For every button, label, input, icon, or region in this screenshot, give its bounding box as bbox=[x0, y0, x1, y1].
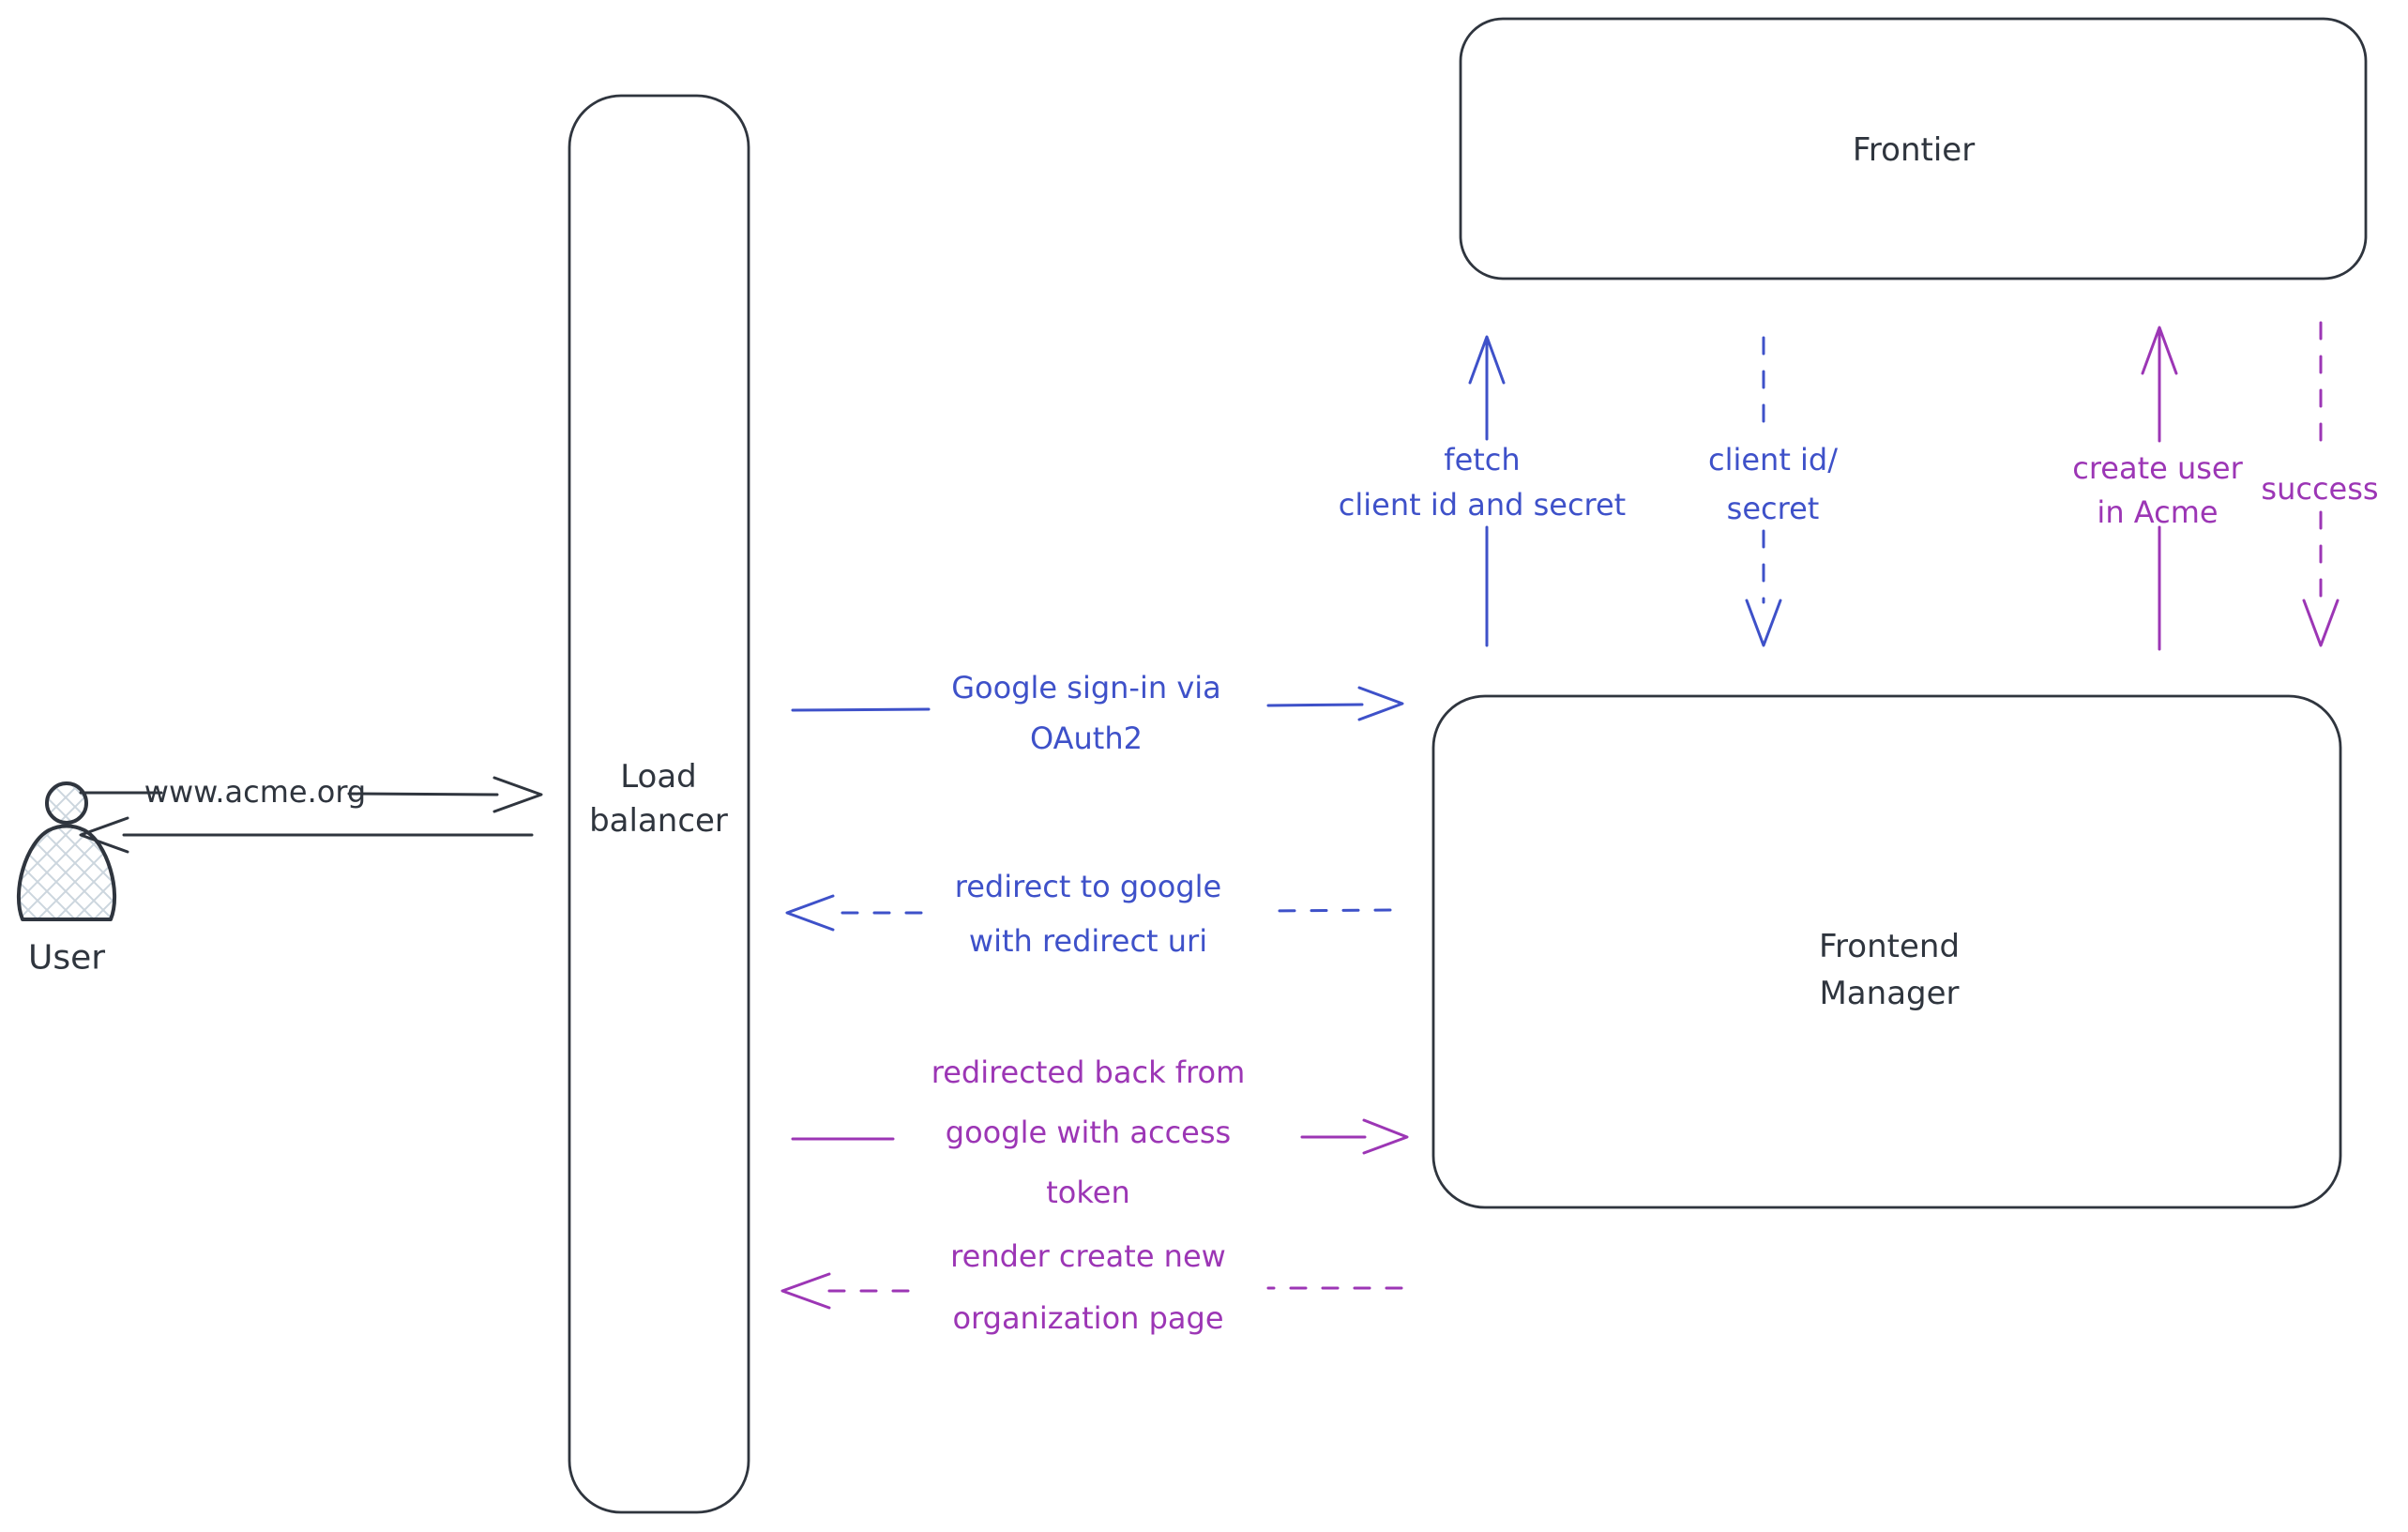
arrow-google-signin bbox=[791, 686, 1404, 721]
user-body bbox=[17, 824, 116, 921]
www-acme-label: www.acme.org bbox=[144, 774, 367, 810]
load-balancer-box bbox=[568, 94, 750, 1514]
arrowhead-up bbox=[1468, 335, 1506, 385]
arrow-www-acme bbox=[79, 776, 543, 813]
user-head bbox=[45, 781, 88, 825]
google-signin-label: Google sign-in via OAuth2 bbox=[951, 670, 1221, 756]
create-user-label: create user in Acme bbox=[2072, 450, 2243, 530]
arrow-redirect-google bbox=[785, 894, 1392, 932]
load-balancer-label: Load balancer bbox=[589, 758, 728, 840]
arrowhead-down bbox=[1745, 599, 1782, 647]
client-id-secret-label: client id/ secret bbox=[1707, 442, 1839, 526]
success-label: success bbox=[2261, 471, 2379, 507]
redirected-back-label: redirected back from google with access … bbox=[931, 1054, 1246, 1210]
arrowhead-left bbox=[785, 894, 835, 932]
arrow-fetch-client bbox=[1468, 335, 1506, 647]
frontend-manager-label: Frontend Manager bbox=[1818, 928, 1961, 1012]
arrowhead-down bbox=[2302, 599, 2340, 647]
redirect-google-label: redirect to google with redirect uri bbox=[954, 869, 1222, 959]
render-org-page-label: render create new organization page bbox=[950, 1238, 1226, 1336]
arrowhead-left bbox=[79, 816, 129, 854]
arrow-response-to-user bbox=[79, 816, 534, 854]
arrow-create-user bbox=[2141, 326, 2178, 651]
arrowhead-left bbox=[780, 1272, 831, 1310]
user-label: User bbox=[27, 938, 106, 978]
arrowhead-up bbox=[2141, 326, 2178, 375]
arrowhead-right bbox=[492, 776, 543, 813]
frontier-box bbox=[1459, 17, 2368, 281]
arrowhead-right bbox=[1362, 1118, 1409, 1155]
arrow-success bbox=[2302, 321, 2340, 647]
frontier-label: Frontier bbox=[1852, 131, 1976, 169]
user-figure-icon bbox=[17, 781, 116, 921]
arrow-redirected-back bbox=[791, 1118, 1409, 1155]
frontend-manager-box bbox=[1431, 694, 2342, 1209]
fetch-client-label: fetch client id and secret bbox=[1338, 442, 1627, 523]
arrowhead-right bbox=[1357, 686, 1404, 721]
arrow-client-id-secret bbox=[1745, 336, 1782, 647]
arrow-render-org-page bbox=[780, 1272, 1403, 1310]
